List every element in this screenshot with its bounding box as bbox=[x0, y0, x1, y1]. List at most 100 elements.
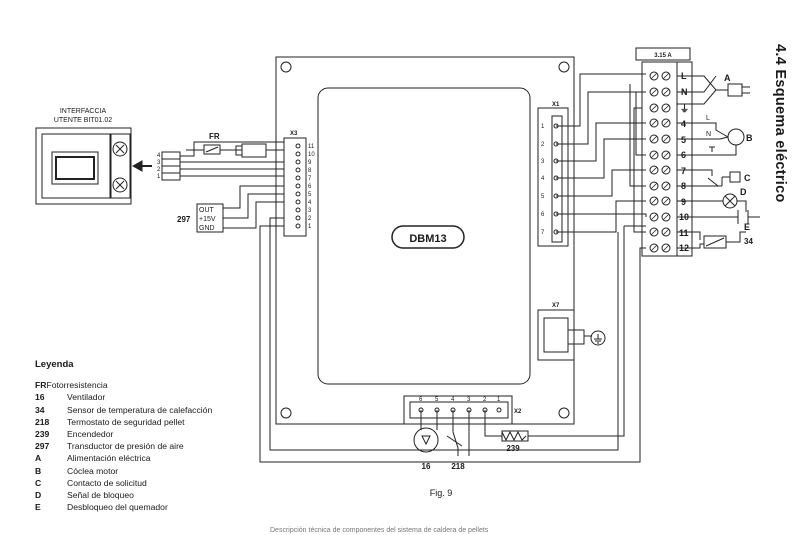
board-label: DBM13 bbox=[409, 233, 446, 245]
photoresistor-fr bbox=[186, 143, 284, 158]
terminal-label-12: 12 bbox=[679, 243, 689, 253]
pressure-transducer-297 bbox=[196, 185, 284, 233]
svg-text:9: 9 bbox=[308, 160, 312, 166]
figure-caption: Fig. 9 bbox=[429, 488, 453, 498]
terminal-label-8: 8 bbox=[681, 181, 686, 191]
temperature-probe-34 bbox=[677, 231, 746, 249]
interface-title-line1: INTERFACCIA bbox=[60, 108, 107, 115]
power-supply-a bbox=[677, 75, 750, 105]
sensor-297-label: 297 bbox=[177, 215, 191, 224]
svg-text:3: 3 bbox=[157, 160, 161, 166]
svg-text:7: 7 bbox=[541, 230, 545, 236]
terminal-block bbox=[635, 47, 693, 257]
svg-text:3: 3 bbox=[308, 208, 312, 214]
terminal-label-11: 11 bbox=[679, 228, 689, 238]
svg-text:4: 4 bbox=[157, 153, 161, 159]
unlock-button-e bbox=[677, 210, 760, 224]
footer-text: Descripción técnica de componentes del s… bbox=[270, 527, 489, 534]
connector-x2 bbox=[403, 395, 513, 425]
interface-title-line2: UTENTE BIT01.02 bbox=[54, 117, 112, 124]
svg-text:4: 4 bbox=[308, 200, 312, 206]
x1-label: X1 bbox=[552, 102, 560, 108]
thermostat-218-label: 218 bbox=[451, 462, 465, 471]
svg-text:1: 1 bbox=[497, 397, 501, 403]
svg-text:5: 5 bbox=[541, 194, 545, 200]
svg-text:10: 10 bbox=[308, 152, 315, 158]
terminal-label-6: 6 bbox=[681, 150, 686, 160]
svg-text:2: 2 bbox=[157, 167, 161, 173]
request-contact-c bbox=[677, 169, 741, 187]
connector-x7 bbox=[537, 309, 592, 361]
legend-title: Leyenda bbox=[35, 359, 74, 370]
svg-text:1: 1 bbox=[157, 174, 161, 180]
section-title: 4.4 Esquema eléctrico bbox=[772, 44, 788, 203]
user-interface-panel bbox=[35, 127, 132, 205]
auger-motor-b bbox=[677, 122, 745, 156]
svg-text:11: 11 bbox=[308, 144, 315, 150]
svg-text:6: 6 bbox=[541, 212, 545, 218]
svg-text:1: 1 bbox=[541, 124, 545, 130]
lockout-signal-d bbox=[677, 193, 747, 212]
thermostat-218 bbox=[446, 410, 470, 456]
terminal-label-9: 9 bbox=[681, 197, 686, 207]
terminal-labels: L N ⏚ 4 5 6 7 8 9 10 11 12 bbox=[679, 71, 689, 253]
svg-text:6: 6 bbox=[308, 184, 312, 190]
terminal-label-ground: ⏚ bbox=[680, 104, 689, 114]
svg-text:3: 3 bbox=[541, 159, 545, 165]
svg-text:2: 2 bbox=[541, 142, 545, 148]
x2-label: X2 bbox=[514, 409, 522, 415]
sensor-297-pin-15v: +15V bbox=[199, 216, 216, 223]
sensor-297-pin-out: OUT bbox=[199, 207, 215, 214]
sensor-297-pin-gnd: GND bbox=[199, 225, 215, 232]
label-c: C bbox=[744, 173, 751, 183]
label-d: D bbox=[740, 187, 747, 197]
terminal-label-l: L bbox=[681, 71, 687, 81]
svg-text:2: 2 bbox=[483, 397, 487, 403]
x7-label: X7 bbox=[552, 303, 560, 309]
svg-text:6: 6 bbox=[419, 397, 423, 403]
x1-pin-labels: 1 2 3 4 5 6 7 bbox=[541, 124, 545, 236]
svg-text:8: 8 bbox=[308, 168, 312, 174]
interface-pin-labels: 4 3 2 1 bbox=[157, 153, 161, 180]
terminal-label-4: 4 bbox=[681, 119, 686, 129]
fuse-label: 3.15 A bbox=[654, 53, 672, 59]
terminal-label-5: 5 bbox=[681, 135, 686, 145]
terminal-label-7: 7 bbox=[681, 166, 686, 176]
ground-icon bbox=[590, 330, 606, 346]
x3-label: X3 bbox=[290, 131, 298, 137]
terminal-label-n: N bbox=[681, 87, 688, 97]
connector-x3 bbox=[283, 137, 307, 237]
svg-text:1: 1 bbox=[308, 224, 312, 230]
ignitor-239 bbox=[484, 226, 625, 442]
svg-text:5: 5 bbox=[308, 192, 312, 198]
terminal-label-10: 10 bbox=[679, 212, 689, 222]
ignitor-239-label: 239 bbox=[506, 444, 520, 453]
x3-pin-labels: 11 10 9 8 7 6 5 4 3 2 1 bbox=[308, 144, 315, 230]
label-e: E bbox=[744, 222, 750, 232]
label-b: B bbox=[746, 133, 753, 143]
fr-label: FR bbox=[209, 132, 220, 141]
label-a: A bbox=[724, 73, 731, 83]
label-l: L bbox=[706, 115, 710, 122]
label-n: N bbox=[706, 131, 711, 138]
probe-34-label: 34 bbox=[744, 237, 753, 246]
fan-motor-16 bbox=[413, 410, 439, 453]
svg-text:2: 2 bbox=[308, 216, 312, 222]
terminal-screws bbox=[649, 71, 671, 253]
arrow-icon bbox=[131, 160, 152, 172]
svg-text:4: 4 bbox=[541, 176, 545, 182]
x2-pin-labels: 6 5 4 3 2 1 bbox=[419, 397, 501, 403]
